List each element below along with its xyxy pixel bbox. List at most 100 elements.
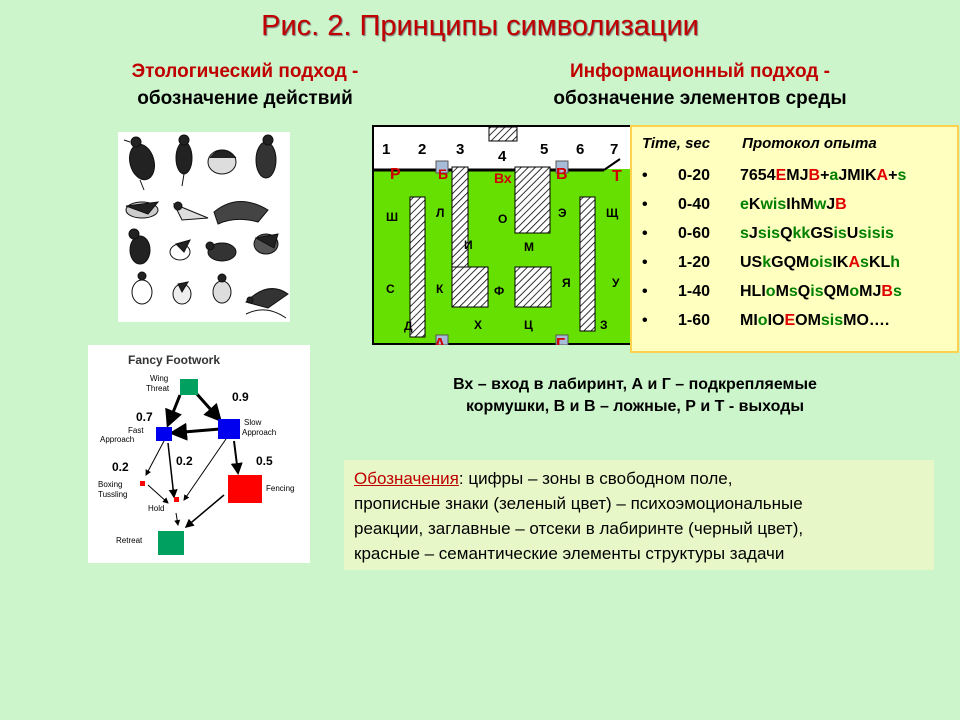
protocol-time: 1-40 [678,283,711,300]
arrow-slow-to-hold [183,438,227,501]
notes-text1: : цифры – зоны в свободном поле, [458,469,733,488]
cell-u: У [612,276,620,290]
notes-heading: Обозначения [354,469,459,488]
protocol-time: 0-40 [678,196,711,213]
protocol-row: • 0-20 7654EMJB+aJMIKA+s [642,167,906,185]
wing-threat-label-2: Threat [146,384,170,393]
label-feeder-a: А [434,336,446,345]
notes-text2: прописные знаки (зеленый цвет) – психоэм… [354,494,803,513]
cell-o: О [498,212,507,226]
wall-left [409,196,426,338]
zone-6: 6 [576,141,584,158]
boxing-label-2: Tussling [98,490,128,499]
boxing-label-1: Boxing [98,480,122,489]
wall-right [579,196,596,332]
protocol-bullet: • [642,312,648,329]
zone-7: 7 [610,141,618,158]
protocol-header: Time, sec Протокол опыта [642,135,877,152]
protocol-row: • 0-40 eKwisIhMwJB [642,196,847,214]
arrow-fencing-to-retreat [184,494,225,528]
fast-approach-label-1: Fast [128,426,144,435]
ethological-heading-line2: обозначение действий [137,88,353,109]
notes-text4: красные – семантические элементы структу… [354,544,785,563]
protocol-time: 0-60 [678,225,711,242]
prob-0-5: 0.5 [256,454,273,468]
protocol-log: USkGQMoisIKAsKLh [740,254,901,271]
feeder-b [435,160,449,174]
slide-title: Рис. 2. Принципы символизации [261,10,699,42]
maze-legend-line1: Вх – вход в лабиринт, А и Г – подкрепляе… [453,376,817,393]
slow-approach-label-1: Slow [244,418,262,427]
protocol-log: HLIoMsQisQMoMJBs [740,283,902,300]
notes-text3: реакции, заглавные – отсеки в лабиринте … [354,519,804,538]
protocol-bullet: • [642,167,648,184]
bird-posture-illustration [118,132,290,322]
arrow-slow-to-fencing [230,440,243,475]
arrow-boxing-to-hold [147,484,169,504]
arrow-wing-to-fast [165,394,182,428]
footwork-title: Fancy Footwork [128,353,220,367]
zone-3: 3 [456,141,464,158]
zone-1: 1 [382,141,390,158]
ethological-heading-line1: Этологический подход - [131,61,359,82]
protocol-bullet: • [642,196,648,213]
protocol-row: • 1-20 USkGQMoisIKAsKLh [642,254,900,272]
protocol-header-log: Протокол опыта [742,135,877,152]
protocol-log: 7654EMJB+aJMIKA+s [740,167,907,184]
wall-inner-right [514,166,551,234]
hold-label: Hold [148,504,164,513]
protocol-log: sJsisQkkGSisUsisis [740,225,894,242]
prob-0-9: 0.9 [232,390,249,404]
arrow-fast-to-boxing [145,440,165,476]
ethological-heading: Этологический подход - обозначение дейст… [60,58,430,112]
slow-approach-node [218,419,240,439]
fencing-node [228,475,262,503]
prob-0-7: 0.7 [136,410,153,424]
wall-inner-left [451,166,469,276]
arrow-hold-to-retreat [174,512,181,526]
cell-ts: Ц [524,318,533,332]
boxing-tussling-node [140,481,145,486]
cell-k: К [436,282,444,296]
label-feeder-g: Г [556,336,565,345]
retreat-node [158,531,184,555]
zone-2: 2 [418,141,426,158]
label-entrance-vx: Вх [494,170,512,186]
protocol-bullet: • [642,225,648,242]
protocol-log: eKwisIhMwJB [740,196,847,213]
fast-approach-node [156,427,172,441]
maze-legend-line2: кормушки, В и В – ложные, Р и Т - выходы [465,398,805,415]
label-feeder-v: В [556,166,568,183]
cell-z: З [600,318,608,332]
zone-4: 4 [498,148,507,165]
protocol-time: 0-20 [678,167,711,184]
hold-node [174,497,179,502]
protocol-time: 1-60 [678,312,711,329]
cell-m: М [524,240,534,254]
protocol-row: • 0-60 sJsisQkkGSisUsisis [642,225,894,243]
retreat-label: Retreat [116,536,143,545]
information-heading-line1: Информационный подход - [570,61,830,82]
protocol-bullet: • [642,283,648,300]
experiment-protocol: Time, sec Протокол опыта • 0-20 7654EMJB+a… [630,125,959,353]
cell-shch: Щ [606,206,619,220]
protocol-bullet: • [642,254,648,271]
information-heading-line2: обозначение элементов среды [553,88,847,109]
prob-0-2-mid: 0.2 [176,454,193,468]
wing-threat-label-1: Wing [150,374,168,383]
fast-approach-label-2: Approach [100,435,134,444]
protocol-header-time: Time, sec [642,135,711,152]
maze-diagram: 1 2 3 4 5 6 7 Р Б Вх В Т А Г [372,125,634,353]
arrow-slow-to-fast [169,422,221,441]
label-exit-t: Т [612,168,622,185]
information-heading: Информационный подход - обозначение элем… [490,58,910,112]
prob-0-2-left: 0.2 [112,460,129,474]
cell-kh: Х [474,318,482,332]
protocol-time: 1-20 [678,254,711,271]
cell-d: Д [404,319,413,333]
block-center-right [514,266,552,308]
cell-l: Л [436,206,444,220]
cell-sh: Ш [386,210,398,224]
slow-approach-label-2: Approach [242,428,276,437]
cell-ya: Я [562,276,571,290]
